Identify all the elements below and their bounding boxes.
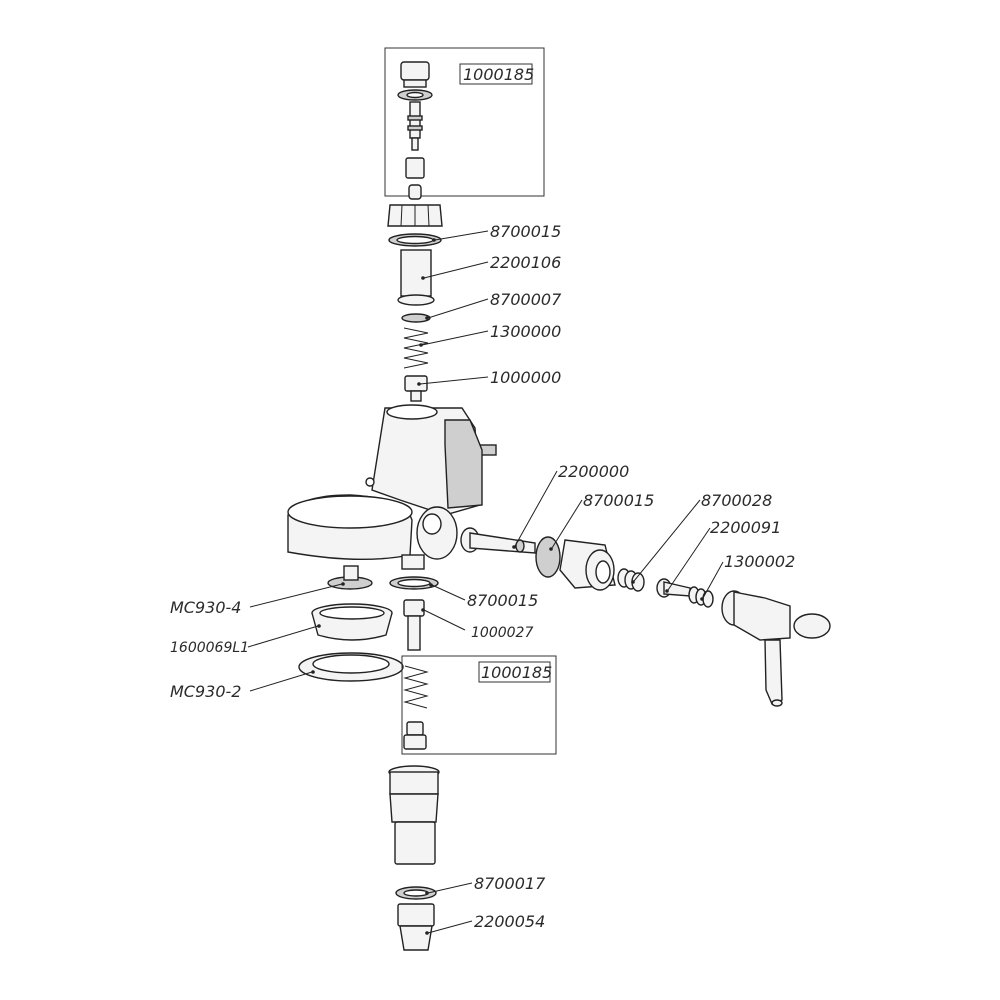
callout-1600069l1: 1600069L1 [170, 640, 249, 656]
callout-1300000: 1300000 [490, 322, 561, 341]
callout-8700017: 8700017 [474, 874, 546, 893]
callout-8700015-low: 8700015 [467, 591, 538, 610]
callout-8700015-top: 8700015 [490, 222, 561, 241]
lower-stack-parts [298, 565, 439, 682]
main-body-housing [287, 404, 497, 570]
callout-1000000: 1000000 [490, 368, 561, 387]
callout-2200091: 2200091 [710, 518, 781, 537]
callout-8700007: 8700007 [490, 290, 562, 309]
bottom-coupler-parts [388, 765, 440, 951]
callout-mc930-4: MC930-4 [170, 598, 241, 617]
callout-1000027: 1000027 [471, 625, 533, 641]
leader-lines [247, 230, 724, 935]
kit-box-top: 1000185 [384, 47, 545, 197]
horizontal-valve-parts [460, 527, 831, 707]
callout-mc930-2: MC930-2 [170, 682, 241, 701]
kit-box-bottom-label: 1000185 [481, 663, 552, 682]
callout-8700015-mid: 8700015 [583, 491, 654, 510]
nipple-part [408, 184, 422, 200]
kit-box-bottom: 1000185 [401, 655, 557, 755]
callout-2200106: 2200106 [490, 253, 561, 272]
callout-8700028: 8700028 [701, 491, 772, 510]
callout-labels: 8700015 2200106 8700007 1300000 1000000 … [170, 222, 795, 931]
top-stack-parts [387, 204, 443, 402]
kit-box-top-label: 1000185 [463, 65, 534, 84]
callout-2200054: 2200054 [474, 912, 545, 931]
callout-1300002: 1300002 [724, 552, 795, 571]
callout-2200000: 2200000 [558, 462, 629, 481]
